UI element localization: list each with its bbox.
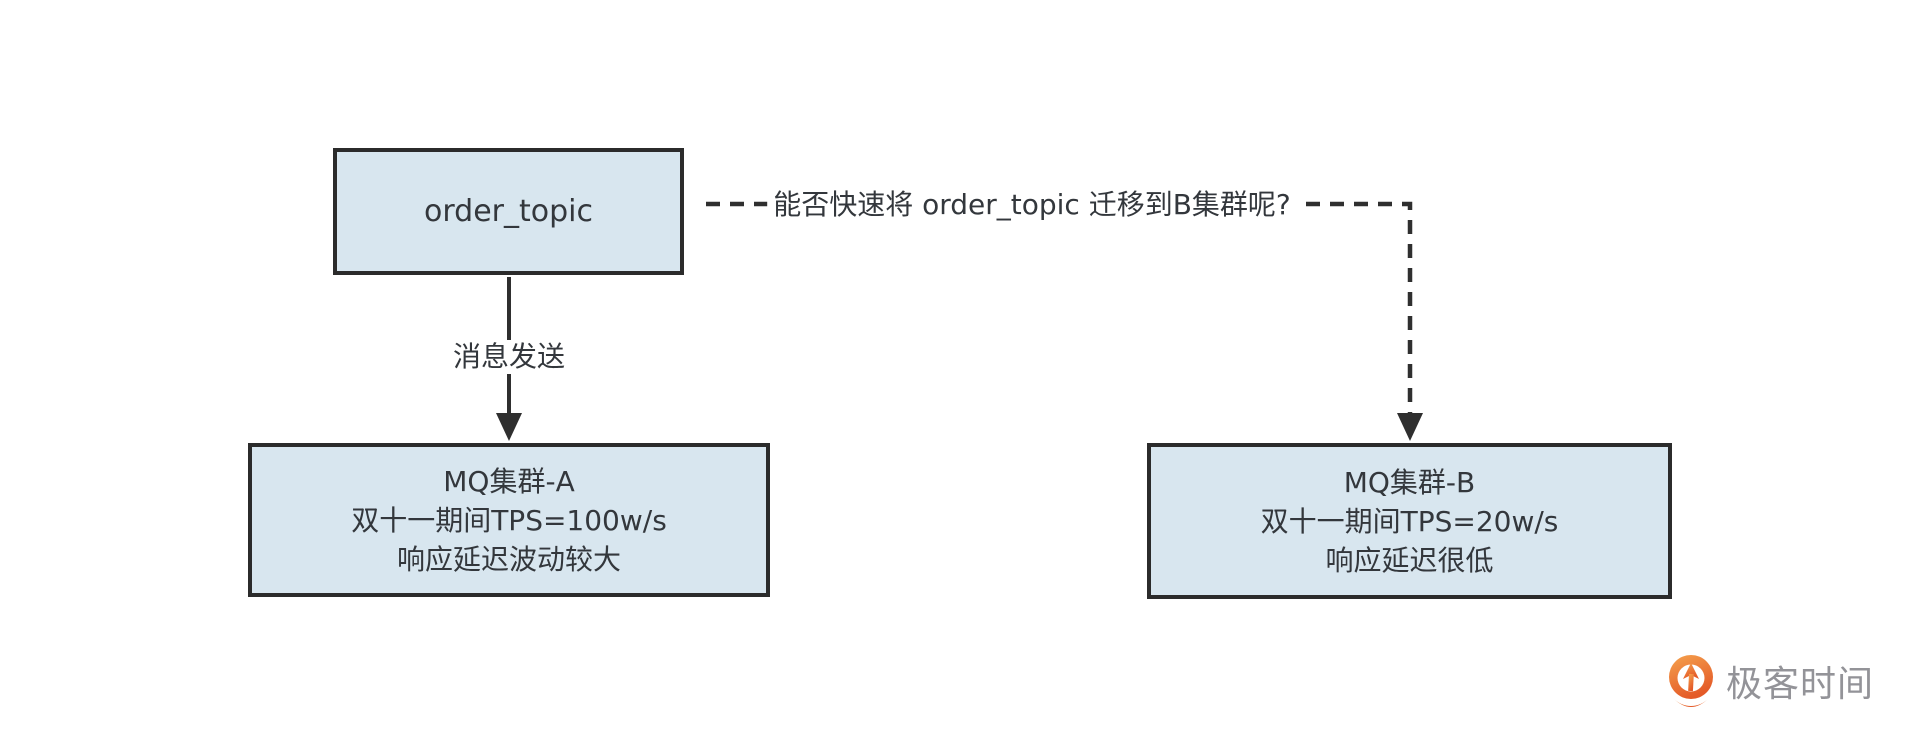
cluster-b-tps: 双十一期间TPS=20w/s — [1260, 504, 1559, 538]
cluster-b-latency: 响应延迟很低 — [1325, 543, 1494, 577]
migration-dashed-arrow — [706, 201, 1423, 441]
cluster-b-title: MQ集群-B — [1343, 465, 1476, 499]
node-order-topic: order_topic — [333, 148, 684, 275]
geektime-logo-text: 极客时间 — [1726, 664, 1875, 705]
cluster-a-tps: 双十一期间TPS=100w/s — [351, 503, 667, 537]
message-send-label: 消息发送 — [446, 340, 572, 374]
cluster-a-title: MQ集群-A — [443, 464, 575, 498]
node-mq-cluster-b: MQ集群-B 双十一期间TPS=20w/s 响应延迟很低 — [1147, 443, 1672, 599]
node-mq-cluster-a: MQ集群-A 双十一期间TPS=100w/s 响应延迟波动较大 — [248, 443, 770, 597]
node-order-topic-label: order_topic — [424, 194, 593, 229]
geektime-logo: 极客时间 — [1668, 654, 1874, 714]
geektime-logo-icon — [1669, 655, 1713, 707]
migration-question-label: 能否快速将 order_topic 迁移到B集群呢? — [767, 188, 1297, 222]
cluster-a-latency: 响应延迟波动较大 — [396, 542, 621, 576]
